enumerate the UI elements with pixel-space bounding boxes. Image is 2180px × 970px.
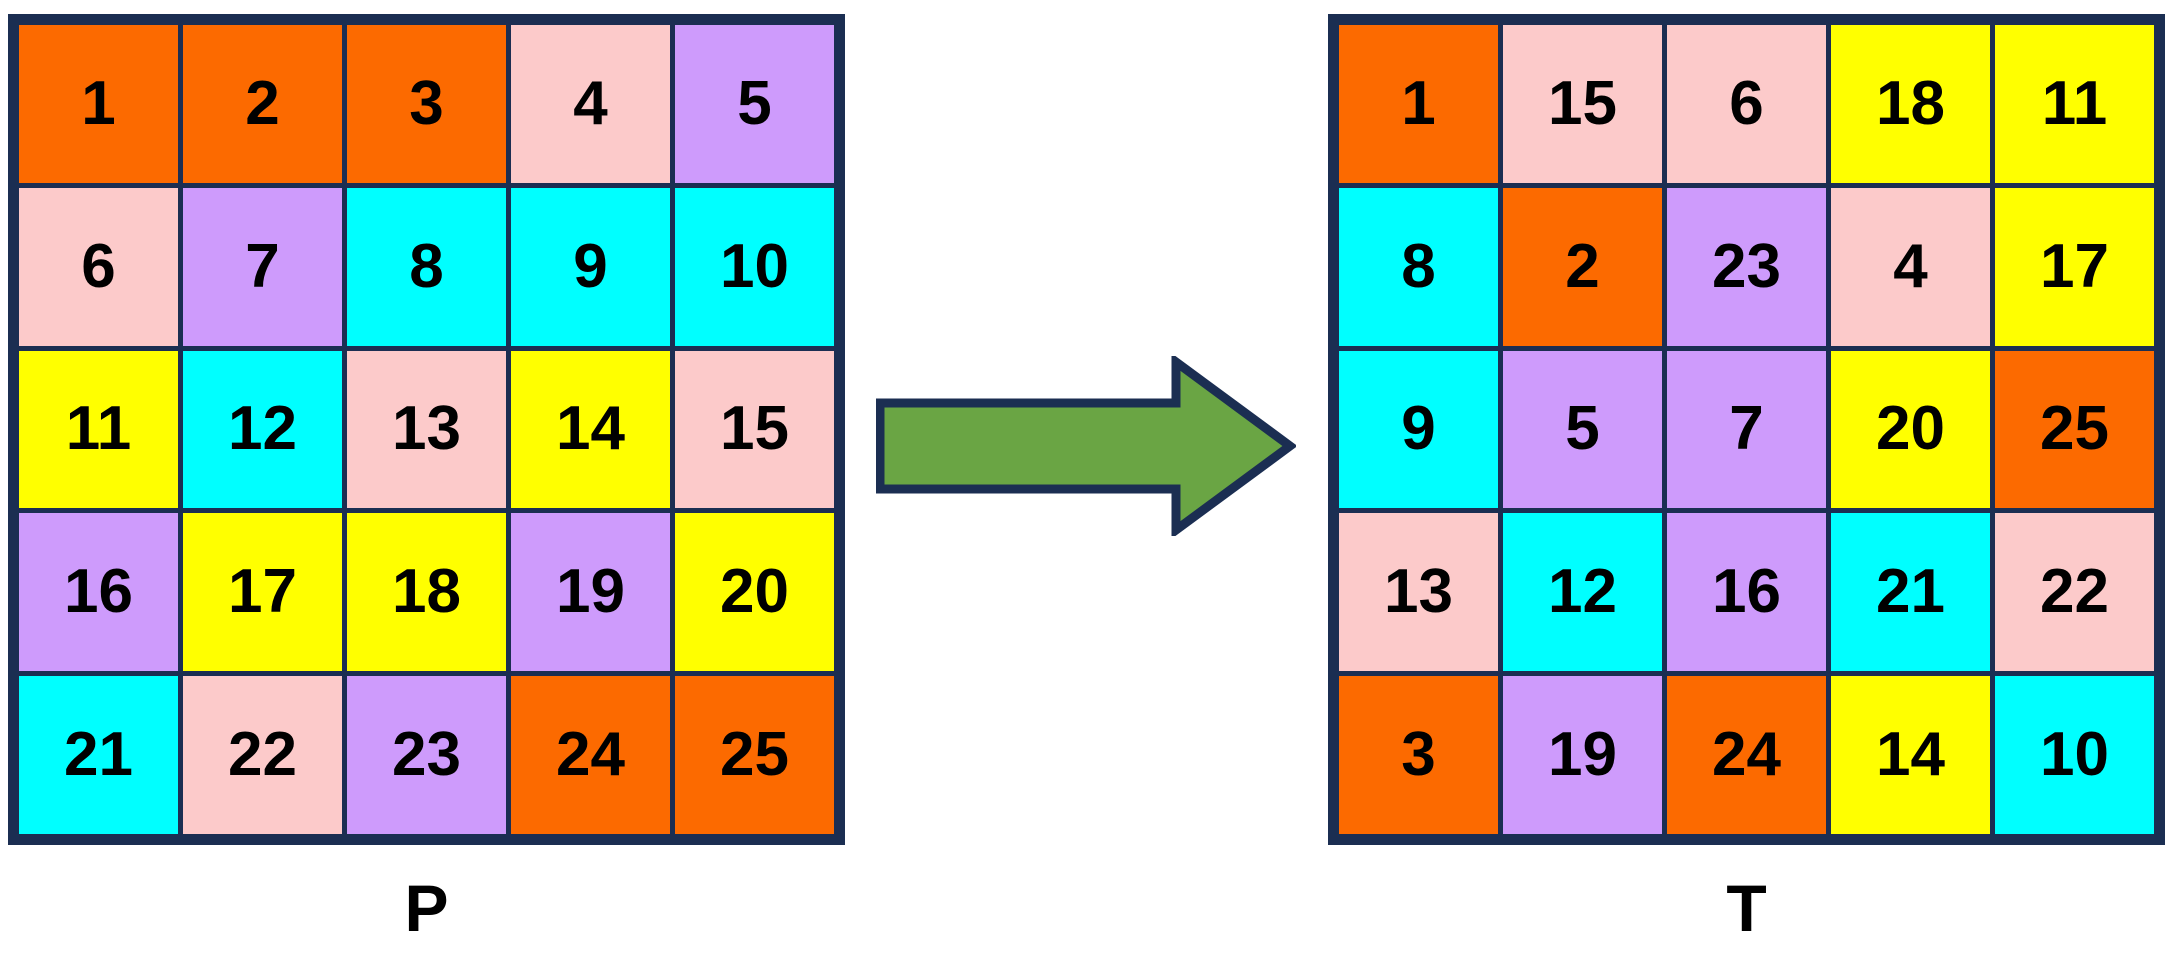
- matrix-cell[interactable]: 24: [511, 676, 670, 834]
- matrix-cell[interactable]: 5: [1503, 350, 1662, 509]
- matrix-cell[interactable]: 17: [183, 513, 342, 672]
- matrix-cell[interactable]: 14: [1831, 676, 1990, 834]
- matrix-cell[interactable]: 4: [511, 25, 670, 183]
- matrix-cell[interactable]: 24: [1667, 676, 1826, 834]
- matrix-cell[interactable]: 3: [1339, 676, 1498, 834]
- matrix-cell[interactable]: 4: [1831, 187, 1990, 346]
- matrix-cell[interactable]: 23: [347, 676, 506, 834]
- matrix-cell[interactable]: 11: [1995, 25, 2154, 183]
- matrix-cell[interactable]: 25: [675, 676, 834, 834]
- matrix-cell[interactable]: 16: [19, 513, 178, 672]
- matrix-cell[interactable]: 13: [347, 350, 506, 509]
- matrix-cell[interactable]: 18: [1831, 25, 1990, 183]
- matrix-cell[interactable]: 2: [183, 25, 342, 183]
- matrix-cell[interactable]: 12: [183, 350, 342, 509]
- matrix-cell[interactable]: 9: [511, 187, 670, 346]
- matrix-cell[interactable]: 6: [19, 187, 178, 346]
- matrix-cell[interactable]: 1: [1339, 25, 1498, 183]
- matrix-cell[interactable]: 5: [675, 25, 834, 183]
- matrix-cell[interactable]: 25: [1995, 350, 2154, 509]
- matrix-cell[interactable]: 11: [19, 350, 178, 509]
- matrix-cell[interactable]: 21: [1831, 513, 1990, 672]
- matrix-cell[interactable]: 8: [347, 187, 506, 346]
- matrix-cell[interactable]: 19: [511, 513, 670, 672]
- matrix-cell[interactable]: 13: [1339, 513, 1498, 672]
- matrix-cell[interactable]: 18: [347, 513, 506, 672]
- matrix-cell[interactable]: 7: [183, 187, 342, 346]
- matrix-cell[interactable]: 15: [675, 350, 834, 509]
- matrix-cell[interactable]: 14: [511, 350, 670, 509]
- matrix-cell[interactable]: 15: [1503, 25, 1662, 183]
- matrix-cell[interactable]: 10: [675, 187, 834, 346]
- transformation-arrow: [876, 356, 1296, 536]
- matrix-cell[interactable]: 16: [1667, 513, 1826, 672]
- matrix-cell[interactable]: 9: [1339, 350, 1498, 509]
- matrix-cell[interactable]: 21: [19, 676, 178, 834]
- matrix-cell[interactable]: 1: [19, 25, 178, 183]
- matrix-t-label: T: [1726, 871, 1767, 945]
- right-arrow-icon: [876, 356, 1296, 536]
- matrix-cell[interactable]: 10: [1995, 676, 2154, 834]
- matrix-p-label: P: [404, 871, 449, 945]
- matrix-cell[interactable]: 22: [1995, 513, 2154, 672]
- matrix-cell[interactable]: 20: [675, 513, 834, 672]
- matrix-cell[interactable]: 8: [1339, 187, 1498, 346]
- matrix-cell[interactable]: 12: [1503, 513, 1662, 672]
- matrix-cell[interactable]: 3: [347, 25, 506, 183]
- matrix-cell[interactable]: 19: [1503, 676, 1662, 834]
- matrix-cell[interactable]: 7: [1667, 350, 1826, 509]
- matrix-cell[interactable]: 2: [1503, 187, 1662, 346]
- matrix-cell[interactable]: 23: [1667, 187, 1826, 346]
- matrix-cell[interactable]: 6: [1667, 25, 1826, 183]
- matrix-cell[interactable]: 22: [183, 676, 342, 834]
- matrix-cell[interactable]: 17: [1995, 187, 2154, 346]
- matrix-cell[interactable]: 20: [1831, 350, 1990, 509]
